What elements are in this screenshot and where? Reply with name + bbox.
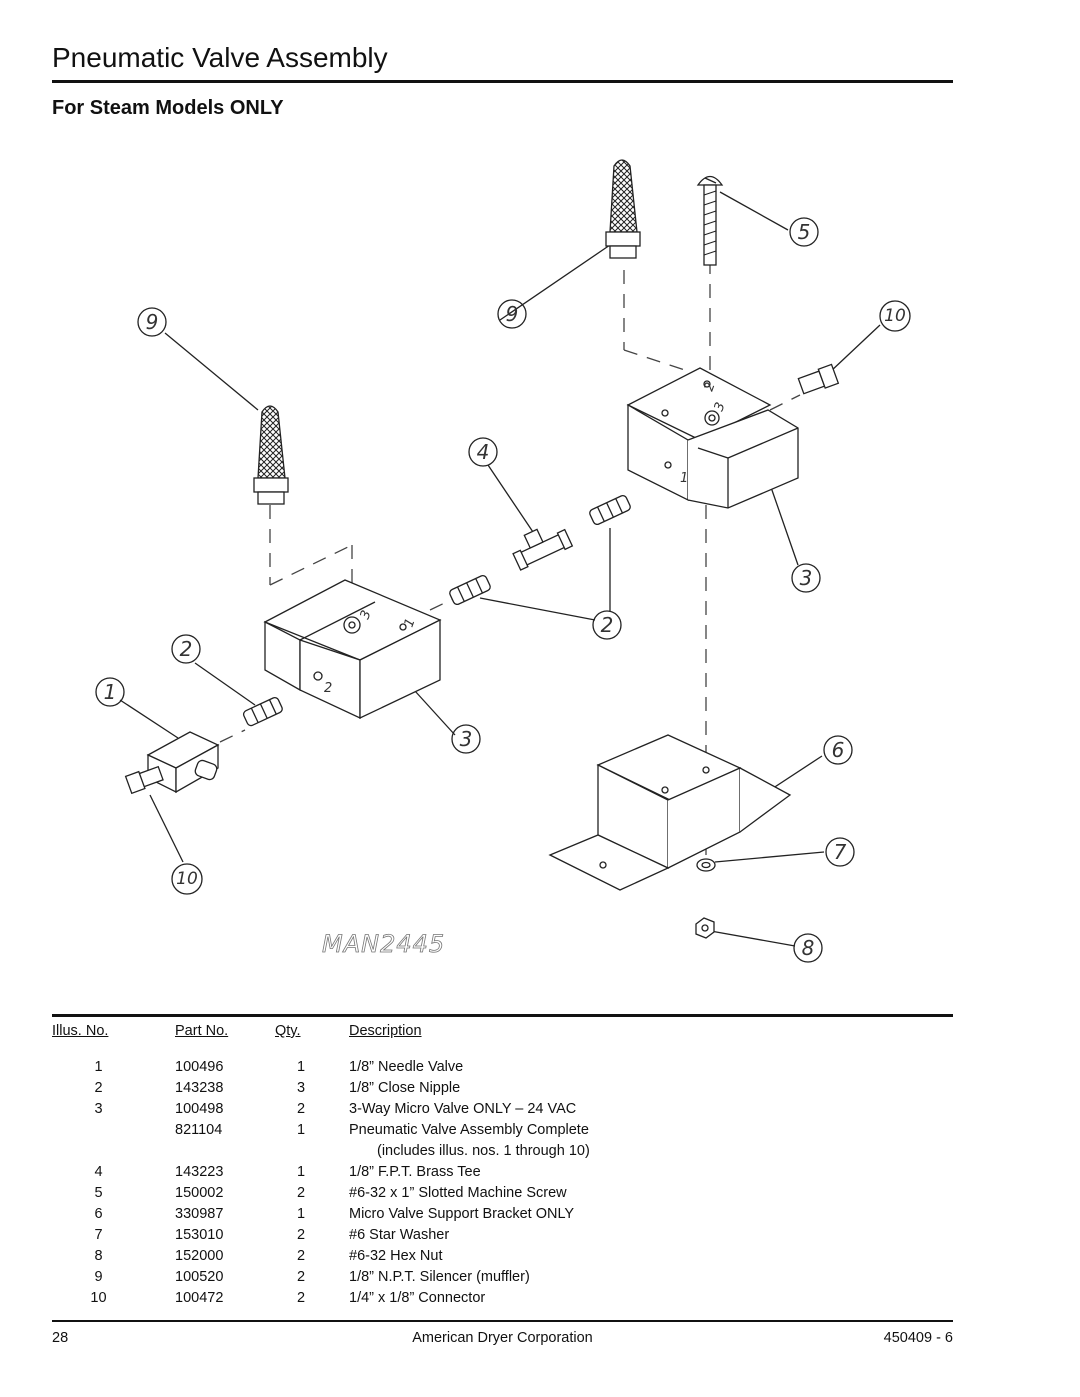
part-no: 100520 (175, 1268, 224, 1285)
table-row: 9 100520 2 1/8” N.P.T. Silencer (muffler) (52, 1266, 953, 1287)
part-no: 152000 (175, 1247, 224, 1264)
qty: 2 (296, 1184, 306, 1201)
drawing-id: MAN2445 (322, 930, 445, 958)
callout-label: 10 (884, 306, 906, 326)
document-number: 450409 - 6 (883, 1330, 953, 1346)
callout-label: 5 (798, 220, 811, 244)
callout-label: 2 (180, 637, 193, 661)
callout-label: 1 (104, 680, 117, 704)
description: #6-32 Hex Nut (349, 1247, 443, 1264)
description: 3-Way Micro Valve ONLY – 24 VAC (349, 1100, 577, 1117)
illus-no: 9 (94, 1268, 103, 1285)
description: 1/4” x 1/8” Connector (349, 1289, 486, 1306)
table-row: 3 100498 2 3-Way Micro Valve ONLY – 24 VAC (52, 1098, 953, 1119)
illus-no: 10 (90, 1289, 107, 1306)
table-row: 8 152000 2 #6-32 Hex Nut (52, 1245, 953, 1266)
qty: 1 (296, 1205, 306, 1222)
table-row: 821104 1 Pneumatic Valve Assembly Complete (52, 1119, 953, 1140)
table-row: 10 100472 2 1/4” x 1/8” Connector (52, 1287, 953, 1308)
callout-label: 6 (832, 738, 845, 762)
exploded-parts-diagram: 9 5 9 10 4 3 2 2 1 3 6 7 10 8 2 3 1 3 1 … (95, 159, 911, 963)
illus-no: 3 (94, 1100, 103, 1117)
description: #6-32 x 1” Slotted Machine Screw (349, 1184, 567, 1201)
header-description: Description (349, 1023, 422, 1039)
callout-label: 8 (802, 936, 815, 960)
part-no (175, 1140, 275, 1161)
qty: 1 (296, 1058, 306, 1075)
description: 1/8” N.P.T. Silencer (muffler) (349, 1268, 530, 1285)
qty: 1 (296, 1163, 306, 1180)
illus-no: 6 (94, 1205, 103, 1222)
description: 1/8” Needle Valve (349, 1058, 464, 1075)
part-no: 153010 (175, 1226, 224, 1243)
illus-no: 1 (94, 1058, 103, 1075)
description: 1/8” Close Nipple (349, 1079, 461, 1096)
qty: 1 (296, 1121, 306, 1138)
callout-label: 2 (601, 613, 614, 637)
illus-no: 5 (94, 1184, 103, 1201)
callout-label: 7 (834, 840, 847, 864)
table-row: (includes illus. nos. 1 through 10) (52, 1140, 953, 1161)
qty: 2 (296, 1100, 306, 1117)
table-row: 5 150002 2 #6-32 x 1” Slotted Machine Screw (52, 1182, 953, 1203)
callout-label: 9 (146, 310, 159, 334)
qty: 3 (296, 1079, 306, 1096)
illus-no: 2 (94, 1079, 103, 1096)
description: Micro Valve Support Bracket ONLY (349, 1205, 575, 1222)
table-row: 6 330987 1 Micro Valve Support Bracket ONLY (52, 1203, 953, 1224)
qty: 2 (296, 1226, 306, 1243)
port-label: 2 (324, 681, 332, 696)
description: #6 Star Washer (349, 1226, 450, 1243)
header-illus-no: Illus. No. (52, 1023, 109, 1039)
callout-label: 3 (460, 727, 473, 751)
illus-no: 7 (94, 1226, 103, 1243)
part-no: 100498 (175, 1100, 224, 1117)
illus-no: 8 (94, 1247, 103, 1264)
table-row: 2 143238 3 1/8” Close Nipple (52, 1077, 953, 1098)
table-header-row: Illus. No. Part No. Qty. Description (52, 1022, 953, 1056)
page-number: 28 (52, 1330, 69, 1346)
part-no: 100472 (175, 1289, 224, 1306)
title-rule (52, 80, 953, 83)
qty (275, 1140, 349, 1161)
illus-no (52, 1119, 175, 1140)
qty: 2 (296, 1268, 306, 1285)
callout-label: 4 (477, 440, 490, 464)
footer-rule (52, 1320, 953, 1322)
header-qty: Qty. (275, 1023, 301, 1039)
part-no: 150002 (175, 1184, 224, 1201)
callout-label: 9 (506, 302, 519, 326)
part-no: 330987 (175, 1205, 224, 1222)
callout-label: 10 (176, 869, 198, 889)
description: Pneumatic Valve Assembly Complete (349, 1121, 589, 1138)
company-name: American Dryer Corporation (412, 1330, 593, 1346)
table-row: 4 143223 1 1/8” F.P.T. Brass Tee (52, 1161, 953, 1182)
header-part-no: Part No. (175, 1023, 229, 1039)
description: (includes illus. nos. 1 through 10) (377, 1142, 590, 1159)
part-no: 821104 (175, 1121, 223, 1138)
page-title: Pneumatic Valve Assembly (52, 42, 388, 73)
qty: 2 (296, 1289, 306, 1306)
part-no: 100496 (175, 1058, 224, 1075)
table-row: 7 153010 2 #6 Star Washer (52, 1224, 953, 1245)
description: 1/8” F.P.T. Brass Tee (349, 1163, 481, 1180)
part-no: 143238 (175, 1079, 224, 1096)
table-row: 1 100496 1 1/8” Needle Valve (52, 1056, 953, 1077)
qty: 2 (296, 1247, 306, 1264)
part-no: 143223 (175, 1163, 224, 1180)
table-rule (52, 1014, 953, 1017)
port-label: 1 (680, 471, 688, 486)
parts-table: Illus. No. Part No. Qty. Description 1 10… (52, 1022, 953, 1308)
page-subtitle: For Steam Models ONLY (52, 97, 284, 119)
callout-label: 3 (800, 566, 813, 590)
illus-no: 4 (94, 1163, 103, 1180)
illus-no (52, 1140, 175, 1161)
